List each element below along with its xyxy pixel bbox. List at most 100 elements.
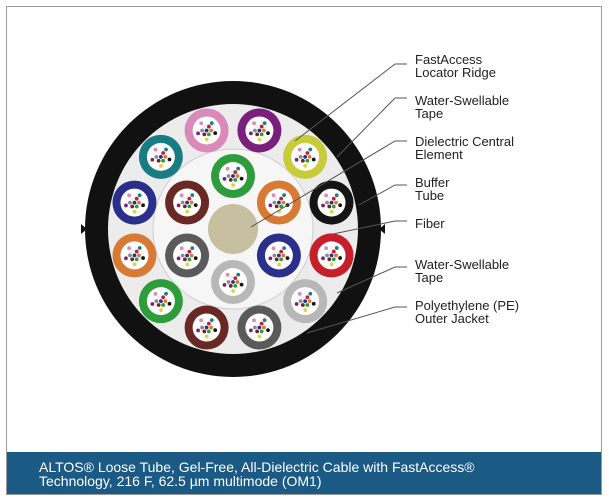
fiber <box>213 328 218 333</box>
fiber <box>185 253 190 258</box>
fiber <box>276 253 281 258</box>
fiber <box>276 200 281 205</box>
fiber <box>161 303 166 307</box>
leader-buffer-tube <box>358 184 407 206</box>
fiber <box>225 166 230 171</box>
fiber <box>185 209 190 214</box>
fiber <box>202 132 207 137</box>
fiber <box>182 249 187 254</box>
fiber <box>141 203 145 208</box>
fiber <box>189 200 194 205</box>
fiber <box>150 302 155 306</box>
buffer-tube-outer-12 <box>184 108 229 153</box>
leader-water-swellable-tape-top <box>336 97 407 158</box>
fiber <box>141 256 145 260</box>
fiber <box>128 253 132 258</box>
fiber <box>255 132 260 137</box>
fiber <box>204 137 209 142</box>
fiber <box>331 204 336 209</box>
fiber <box>274 196 279 201</box>
fiber <box>128 200 132 205</box>
fiber <box>311 157 316 162</box>
fiber <box>167 157 172 162</box>
fiber <box>233 276 238 281</box>
fiber <box>282 193 286 198</box>
fiber <box>137 253 141 258</box>
fiber <box>187 204 192 209</box>
fiber <box>285 256 290 261</box>
fiber <box>225 272 230 277</box>
fiber <box>204 334 209 339</box>
fiber <box>137 246 142 250</box>
fiber <box>182 257 187 262</box>
leader-fiber <box>332 220 407 235</box>
fiber <box>324 193 329 198</box>
buffer-tube-outer-2 <box>283 134 328 179</box>
fiber <box>130 196 135 201</box>
fiber <box>281 253 286 258</box>
label-fastaccess-locator-ridge: FastAccess Locator Ridge <box>415 52 496 80</box>
fiber <box>236 272 241 277</box>
fiber <box>331 196 336 201</box>
leader-fastaccess <box>294 63 407 142</box>
fiber <box>231 289 236 293</box>
fiber <box>206 329 211 334</box>
fiber <box>235 280 240 284</box>
fiber <box>153 147 158 152</box>
leader-outer-jacket <box>306 306 407 334</box>
fiber <box>150 157 155 162</box>
fiber <box>226 174 231 178</box>
fiber <box>189 253 194 258</box>
fiber <box>187 249 192 254</box>
fiber <box>199 318 204 323</box>
fiber <box>124 256 128 261</box>
fiber <box>196 131 200 136</box>
fiber <box>327 249 332 254</box>
buffer-tube-inner-6 <box>165 180 210 225</box>
fiber <box>164 147 168 152</box>
fiber <box>252 318 256 323</box>
fiber <box>325 253 329 258</box>
fiber <box>158 299 163 304</box>
label-fiber: Fiber <box>415 216 445 231</box>
fiber <box>334 253 338 258</box>
fiber <box>298 154 303 159</box>
fiber <box>307 299 312 304</box>
fiber <box>274 249 279 254</box>
fiber <box>252 121 256 126</box>
fiber <box>321 256 325 261</box>
fiber <box>209 121 214 126</box>
fiber <box>231 174 235 178</box>
fiber <box>255 124 260 129</box>
fiber <box>176 256 181 261</box>
buffer-tube-outer-6 <box>237 305 282 350</box>
fiber <box>137 200 141 205</box>
fiber <box>305 303 310 307</box>
fiber <box>308 291 313 296</box>
fiber <box>228 170 233 175</box>
fiber <box>274 204 279 209</box>
fiber <box>259 132 264 137</box>
fiber <box>233 170 238 175</box>
fiber <box>187 196 192 201</box>
fiber <box>233 283 238 288</box>
fiber <box>255 329 260 334</box>
fiber <box>206 321 211 326</box>
buffer-tube-outer-11 <box>138 134 183 179</box>
fiber <box>206 124 211 129</box>
fiber <box>279 249 284 254</box>
buffer-tube-outer-4 <box>309 233 354 278</box>
fiber <box>228 276 233 281</box>
label-dielectric-central-element: Dielectric Central Element <box>415 134 514 162</box>
fiber <box>294 302 299 306</box>
fiber <box>259 329 264 334</box>
fiber <box>182 196 187 201</box>
fiber <box>274 257 279 262</box>
fiber <box>199 121 204 126</box>
fiber <box>266 328 270 333</box>
fiber <box>233 177 238 182</box>
fiber <box>259 321 264 326</box>
fiber <box>190 193 195 198</box>
fiber <box>202 124 207 129</box>
fiber <box>167 301 172 306</box>
